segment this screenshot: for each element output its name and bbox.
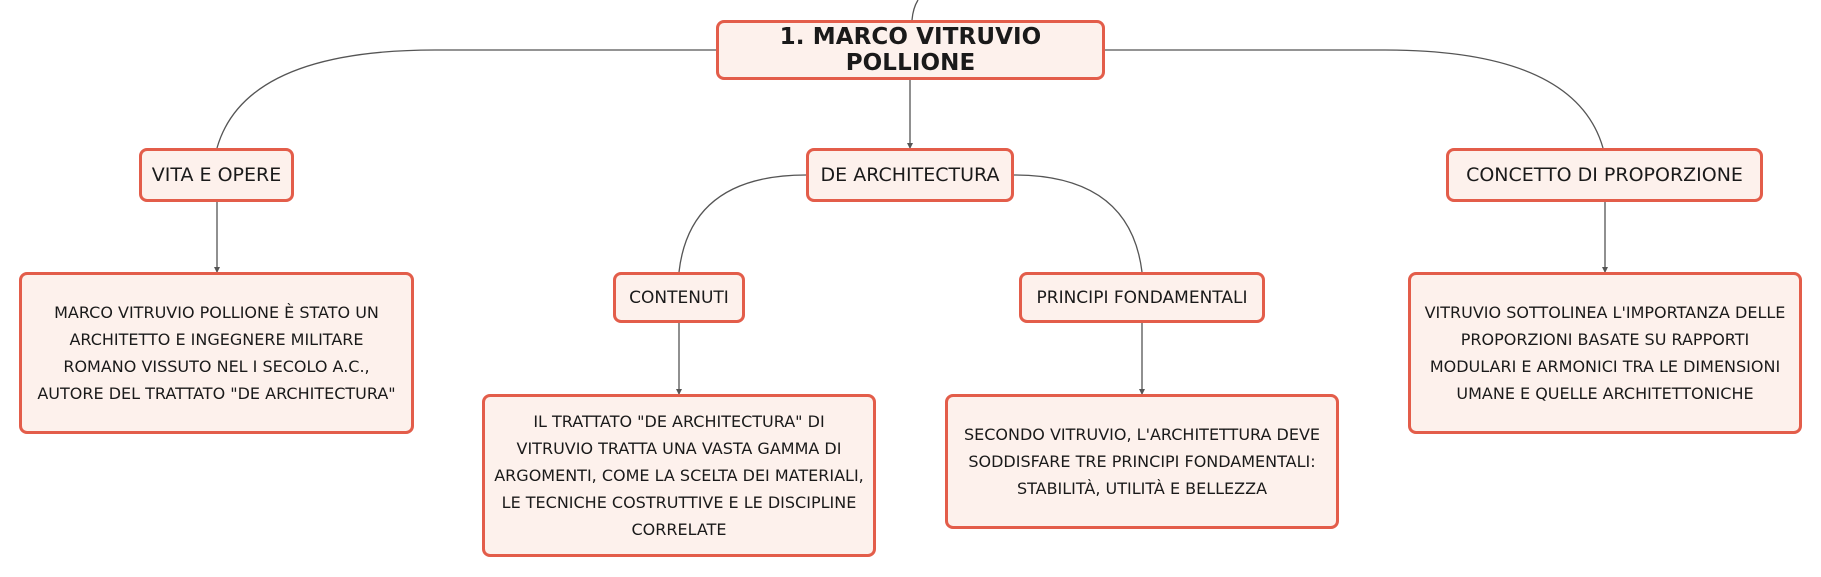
detail-node-principi-fondamentali[interactable]: SECONDO VITRUVIO, L'ARCHITETTURA DEVE SO… <box>945 394 1339 529</box>
arrowhead-de-architectura <box>907 143 913 149</box>
subtopic-node-contenuti[interactable]: CONTENUTI <box>613 272 745 323</box>
subtopic-node-principi-fondamentali[interactable]: PRINCIPI FONDAMENTALI <box>1019 272 1265 323</box>
detail-node-text: VITRUVIO SOTTOLINEA L'IMPORTANZA DELLE P… <box>1424 303 1786 403</box>
topic-node-label: VITA E OPERE <box>151 164 282 186</box>
detail-node-text: MARCO VITRUVIO POLLIONE È STATO UN ARCHI… <box>37 303 396 403</box>
detail-node-vita-e-opere[interactable]: MARCO VITRUVIO POLLIONE È STATO UN ARCHI… <box>19 272 414 434</box>
detail-node-text: SECONDO VITRUVIO, L'ARCHITETTURA DEVE SO… <box>963 425 1321 498</box>
topic-node-de-architectura[interactable]: DE ARCHITECTURA <box>806 148 1014 202</box>
topic-node-vita-e-opere[interactable]: VITA E OPERE <box>139 148 294 202</box>
topic-node-concetto-di-proporzione[interactable]: CONCETTO DI PROPORZIONE <box>1446 148 1763 202</box>
arrowhead-proporzione-detail <box>1602 267 1608 273</box>
connector-root-to-proporzione <box>1105 49 1604 149</box>
topic-node-label: CONCETTO DI PROPORZIONE <box>1466 164 1743 186</box>
detail-node-contenuti[interactable]: IL TRATTATO "DE ARCHITECTURA" DI VITRUVI… <box>482 394 876 557</box>
subtopic-node-label: PRINCIPI FONDAMENTALI <box>1036 287 1248 308</box>
connector-de-architectura-to-principi <box>1013 174 1143 273</box>
connector-parent-to-root <box>911 0 919 21</box>
connector-de-architectura-to-contenuti <box>678 174 807 273</box>
subtopic-node-label: CONTENUTI <box>629 287 729 308</box>
arrowhead-vita-detail <box>214 267 220 273</box>
root-node[interactable]: 1. MARCO VITRUVIO POLLIONE <box>716 20 1105 80</box>
root-node-label: 1. MARCO VITRUVIO POLLIONE <box>779 24 1042 76</box>
topic-node-label: DE ARCHITECTURA <box>820 164 1000 186</box>
detail-node-text: IL TRATTATO "DE ARCHITECTURA" DI VITRUVI… <box>494 412 864 539</box>
arrowhead-contenuti-detail <box>676 389 682 395</box>
connector-root-to-vita <box>216 49 716 149</box>
arrowhead-principi-detail <box>1139 389 1145 395</box>
detail-node-concetto-di-proporzione[interactable]: VITRUVIO SOTTOLINEA L'IMPORTANZA DELLE P… <box>1408 272 1802 434</box>
